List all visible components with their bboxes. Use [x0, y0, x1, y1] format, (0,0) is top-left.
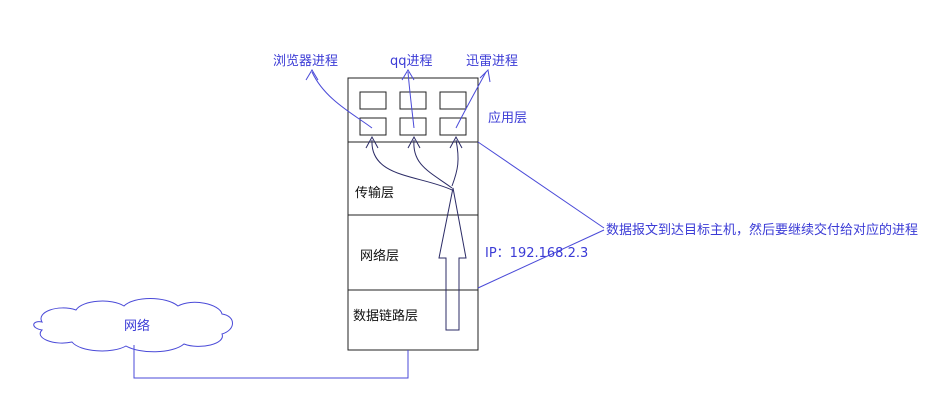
- transport-layer-label: 传输层: [355, 185, 394, 201]
- app-slot-xunlei-top: [439, 91, 467, 110]
- demux-curve-qq: [413, 139, 453, 189]
- arrowhead-qq-label: [401, 69, 415, 81]
- demux-arrowhead-qq: [407, 135, 421, 149]
- arrowhead-browser-label: [305, 69, 319, 81]
- annotation-pointer-lower: [477, 229, 605, 289]
- network-layer-label: 网络层: [360, 248, 399, 264]
- annotation-pointer-upper: [477, 141, 605, 229]
- network-cloud: [33, 298, 233, 353]
- network-wire: [133, 345, 409, 379]
- demux-arrowhead-browser: [365, 135, 379, 149]
- curve-to-qq-label: [407, 71, 415, 129]
- delivery-annotation: 数据报文到达目标主机，然后要继续交付给对应的进程: [606, 222, 918, 238]
- qq-process-label: qq进程: [390, 54, 433, 69]
- network-cloud-label: 网络: [124, 318, 150, 334]
- ip-address-label: IP：192.168.2.3: [485, 246, 588, 261]
- upward-arrow: [438, 187, 467, 331]
- curve-to-xunlei-label: [455, 71, 487, 129]
- curve-to-browser-label: [311, 71, 373, 129]
- arrowhead-xunlei-label: [479, 68, 491, 83]
- app-slot-xunlei-bottom: [439, 117, 467, 136]
- app-slot-browser-top: [359, 91, 387, 110]
- datalink-layer-label: 数据链路层: [353, 308, 418, 324]
- application-layer-label: 应用层: [488, 110, 527, 126]
- xunlei-process-label: 迅雷进程: [466, 54, 518, 69]
- app-slot-qq-top: [399, 91, 427, 110]
- browser-process-label: 浏览器进程: [273, 53, 338, 69]
- demux-curve-browser: [371, 139, 453, 191]
- demux-curve-xunlei: [451, 139, 459, 187]
- demux-arrowhead-xunlei: [449, 135, 463, 149]
- app-slot-browser-bottom: [359, 117, 387, 136]
